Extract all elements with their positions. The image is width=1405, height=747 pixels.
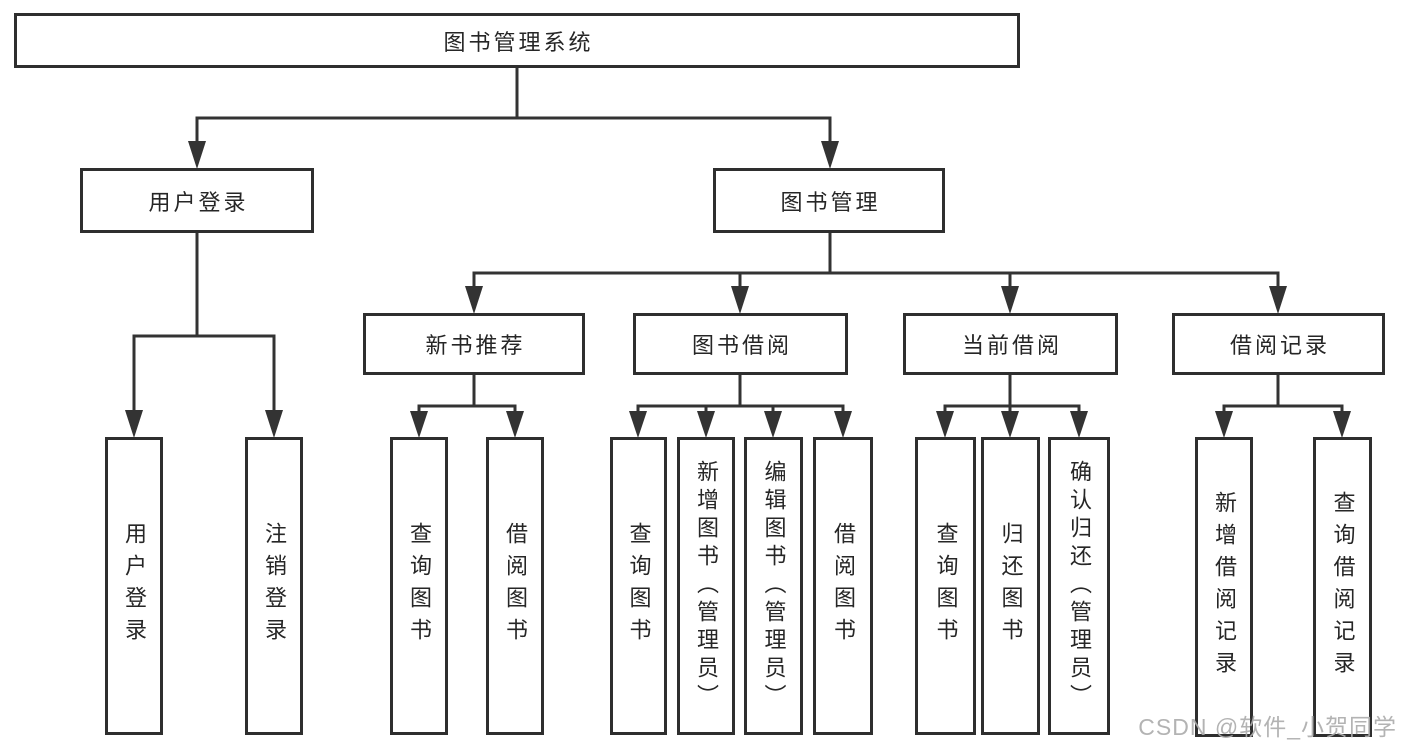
node-book-management: 图书管理 (713, 168, 945, 233)
node-leaf-user-login: 用户登录 (105, 437, 163, 735)
node-leaf-bb-query-book-label: 查询图书 (626, 522, 652, 650)
node-leaf-cb-confirm-return-label: 确认归还（管理员） (1067, 460, 1092, 712)
node-borrowing-records: 借阅记录 (1172, 313, 1385, 375)
node-root-label: 图书管理系统 (443, 29, 594, 55)
node-book-borrowing-label: 图书借阅 (691, 333, 792, 358)
node-leaf-cb-confirm-return: 确认归还（管理员） (1048, 437, 1110, 735)
connector-book-mgmt-branch (472, 233, 1280, 290)
node-new-book-recommend: 新书推荐 (363, 313, 585, 375)
node-leaf-cb-return-book: 归还图书 (981, 437, 1040, 735)
connector-borrow-record-branch (1222, 375, 1344, 416)
connector-book-borrow-branch (636, 375, 845, 416)
node-leaf-br-add-record: 新增借阅记录 (1195, 437, 1253, 737)
node-book-management-label: 图书管理 (780, 189, 881, 215)
connector-new-book-branch (417, 375, 517, 416)
node-root-system: 图书管理系统 (14, 13, 1020, 68)
node-leaf-user-login-label: 用户登录 (122, 522, 147, 650)
node-book-borrowing: 图书借阅 (633, 313, 848, 375)
node-leaf-logout: 注销登录 (245, 437, 303, 735)
connector-user-login-branch (132, 233, 276, 414)
node-leaf-nb-query-book: 查询图书 (390, 437, 448, 735)
connector-root-branch (195, 68, 832, 146)
csdn-watermark: CSDN @软件_小贺同学 (1138, 714, 1397, 740)
node-leaf-br-add-record-label: 新增借阅记录 (1212, 491, 1237, 683)
node-new-book-recommend-label: 新书推荐 (425, 333, 526, 358)
arrowheads (125, 141, 1351, 438)
node-leaf-cb-return-book-label: 归还图书 (998, 522, 1024, 650)
node-leaf-bb-edit-book-label: 编辑图书（管理员） (761, 460, 787, 712)
node-leaf-bb-edit-book: 编辑图书（管理员） (744, 437, 803, 735)
node-leaf-logout-label: 注销登录 (262, 522, 287, 650)
node-user-login-group: 用户登录 (80, 168, 314, 233)
node-leaf-bb-query-book: 查询图书 (610, 437, 667, 735)
node-leaf-cb-query-book: 查询图书 (915, 437, 976, 735)
node-leaf-bb-add-book-label: 新增图书（管理员） (694, 460, 719, 712)
connector-current-borrow-branch (943, 375, 1081, 416)
node-leaf-bb-borrow-book-label: 借阅图书 (831, 522, 856, 650)
node-borrowing-records-label: 借阅记录 (1229, 333, 1330, 358)
node-current-borrowing: 当前借阅 (903, 313, 1118, 375)
node-leaf-nb-borrow-book: 借阅图书 (486, 437, 544, 735)
node-current-borrowing-label: 当前借阅 (961, 333, 1062, 358)
node-leaf-br-query-record: 查询借阅记录 (1313, 437, 1372, 737)
node-leaf-bb-add-book: 新增图书（管理员） (677, 437, 735, 735)
node-leaf-cb-query-book-label: 查询图书 (933, 522, 959, 650)
node-leaf-bb-borrow-book: 借阅图书 (813, 437, 873, 735)
node-leaf-br-query-record-label: 查询借阅记录 (1330, 491, 1356, 683)
node-user-login-group-label: 用户登录 (148, 189, 249, 215)
node-leaf-nb-borrow-book-label: 借阅图书 (503, 522, 528, 650)
node-leaf-nb-query-book-label: 查询图书 (407, 522, 432, 650)
